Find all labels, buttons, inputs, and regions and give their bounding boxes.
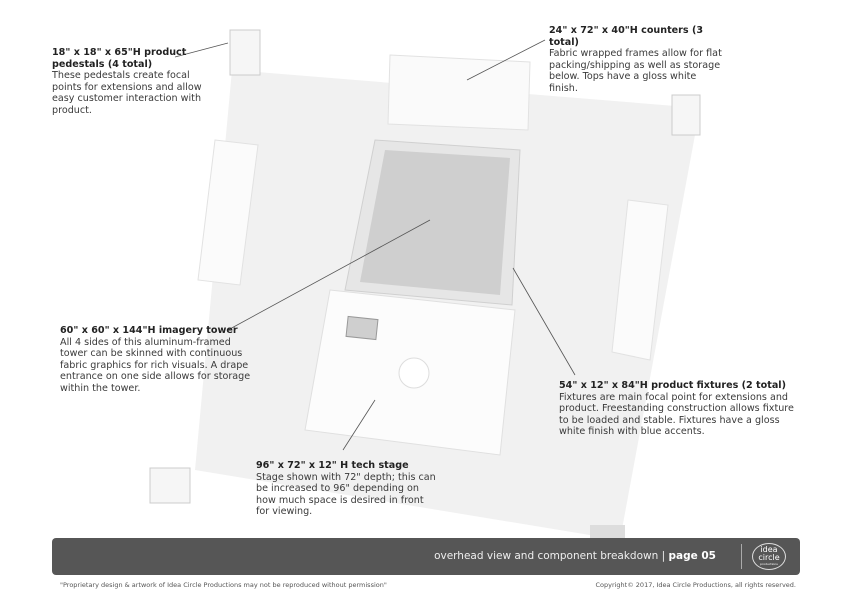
stage-stool (398, 357, 430, 389)
footer-divider (741, 544, 742, 569)
footer-title: overhead view and component breakdown | … (434, 550, 716, 562)
tower-interior (360, 150, 510, 295)
copyright: Copyright© 2017, Idea Circle Productions… (595, 581, 796, 589)
disclaimer: "Proprietary design & artwork of Idea Ci… (60, 581, 387, 589)
counter-left (197, 139, 259, 286)
pedestal-tl (229, 29, 261, 76)
note-product-fixtures: 54" x 12" x 84"H product fixtures (2 tot… (559, 380, 794, 437)
pedestal-tr (671, 94, 701, 136)
callout-lines (174, 39, 576, 451)
pedestal-bl (149, 467, 191, 504)
counter-top (387, 54, 531, 131)
note-pedestals: 18" x 18" x 65"H product pedestals (4 to… (52, 47, 202, 116)
monitor (345, 315, 379, 341)
footer-bar: overhead view and component breakdown | … (52, 538, 800, 575)
note-counters: 24" x 72" x 40"H counters (3 total)Fabri… (549, 25, 722, 94)
pedestal-br (590, 525, 625, 540)
counter-right (611, 199, 669, 361)
page-number: page 05 (668, 550, 716, 562)
